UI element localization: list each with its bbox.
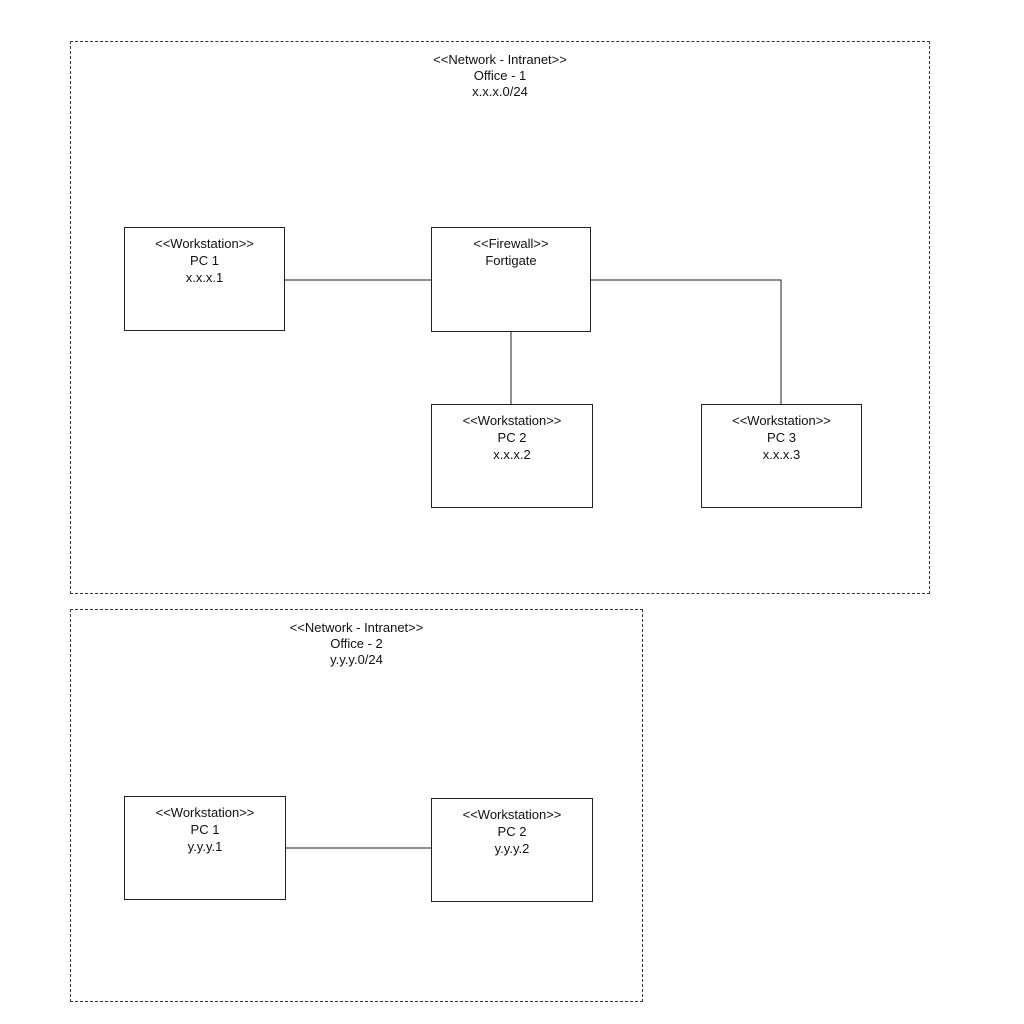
network-office-2-stereotype: <<Network - Intranet>> — [289, 620, 424, 635]
network-office-2-subnet: y.y.y.0/24 — [330, 652, 383, 667]
network-office-1-name: Office - 1 — [473, 68, 527, 83]
node-ip: y.y.y.2 — [494, 841, 530, 856]
node-o2-pc1[interactable]: <<Workstation>> PC 1 y.y.y.1 — [124, 796, 286, 900]
node-stereotype: <<Firewall>> — [473, 236, 549, 251]
network-office-1[interactable]: <<Network - Intranet>> Office - 1 x.x.x.… — [70, 41, 930, 594]
node-o1-pc2[interactable]: <<Workstation>> PC 2 x.x.x.2 — [431, 404, 593, 508]
node-ip: x.x.x.3 — [762, 447, 801, 462]
node-name: PC 1 — [190, 822, 220, 837]
node-name: PC 3 — [767, 430, 796, 445]
node-o1-pc3[interactable]: <<Workstation>> PC 3 x.x.x.3 — [701, 404, 862, 508]
node-ip: y.y.y.1 — [187, 839, 223, 854]
node-name: PC 2 — [497, 824, 527, 839]
node-name: PC 1 — [190, 253, 219, 268]
node-o2-pc2[interactable]: <<Workstation>> PC 2 y.y.y.2 — [431, 798, 593, 902]
node-stereotype: <<Workstation>> — [732, 413, 831, 428]
node-stereotype: <<Workstation>> — [462, 807, 562, 822]
node-stereotype: <<Workstation>> — [462, 413, 562, 428]
node-stereotype: <<Workstation>> — [155, 236, 254, 251]
node-ip: x.x.x.1 — [185, 270, 224, 285]
network-office-1-stereotype: <<Network - Intranet>> — [433, 52, 567, 67]
network-office-2[interactable]: <<Network - Intranet>> Office - 2 y.y.y.… — [70, 609, 643, 1002]
network-office-2-label: <<Network - Intranet>> Office - 2 y.y.y.… — [71, 620, 642, 668]
node-name: PC 2 — [497, 430, 527, 445]
network-office-1-subnet: x.x.x.0/24 — [472, 84, 528, 99]
node-name: Fortigate — [485, 253, 537, 268]
node-ip: x.x.x.2 — [493, 447, 531, 462]
node-o1-firewall[interactable]: <<Firewall>> Fortigate — [431, 227, 591, 332]
network-office-2-name: Office - 2 — [330, 636, 383, 651]
network-office-1-label: <<Network - Intranet>> Office - 1 x.x.x.… — [71, 52, 929, 100]
node-o1-pc1[interactable]: <<Workstation>> PC 1 x.x.x.1 — [124, 227, 285, 331]
node-stereotype: <<Workstation>> — [155, 805, 255, 820]
